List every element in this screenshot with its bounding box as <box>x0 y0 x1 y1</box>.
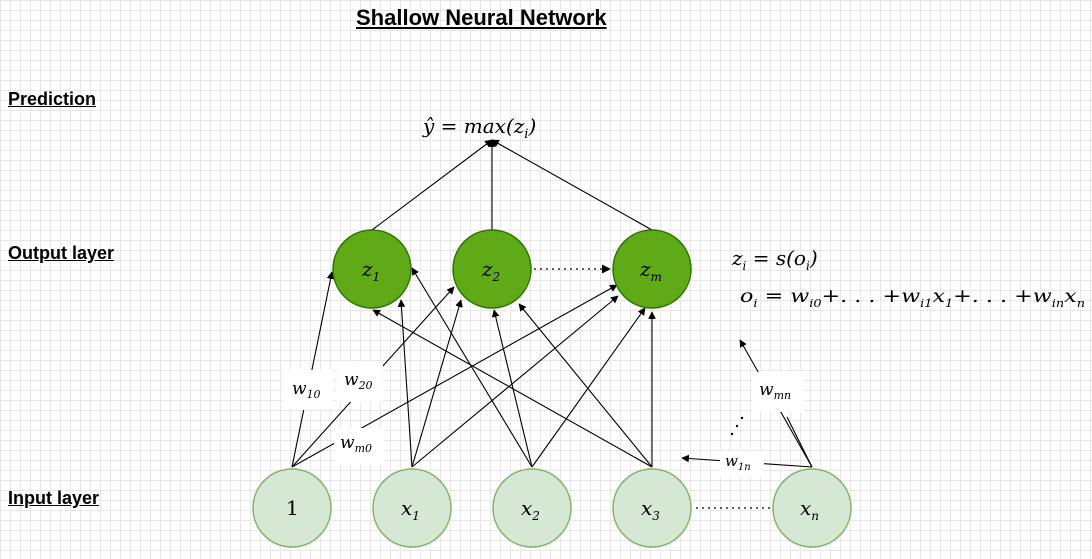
edge-x2-to-z1 <box>411 267 533 468</box>
weight-label-wmn: wmn <box>759 380 791 402</box>
output-node-z1-label: z1 <box>361 257 380 284</box>
input-layer-nodes <box>252 468 852 548</box>
input-layer-label: Input layer <box>8 488 100 508</box>
input-node-x1-label: x1 <box>401 496 420 523</box>
output-node-z2-label: z2 <box>481 257 500 284</box>
input-node-bias-label: 1 <box>286 496 299 520</box>
prediction-formula: ŷ = max(zi) <box>422 114 536 142</box>
edge-x3-to-z1 <box>372 309 653 468</box>
output-node-zm-label: zm <box>639 257 662 284</box>
weight-label-wm0: wm0 <box>340 433 372 455</box>
diagram-title: Shallow Neural Network <box>356 5 607 30</box>
input-node-x1 <box>372 468 452 548</box>
edge-zm-to-prediction <box>491 139 653 231</box>
edge-x1-to-z1 <box>397 299 413 468</box>
prediction-layer-label: Prediction <box>8 89 97 109</box>
edge-1-to-z1 <box>291 271 335 468</box>
edge-z1-to-prediction <box>371 139 493 231</box>
weight-label-w10: w10 <box>292 379 321 401</box>
edge-x1-to-z2 <box>411 299 463 468</box>
input-node-x3 <box>612 468 692 548</box>
input-node-xn-label: xn <box>800 496 819 523</box>
input-node-xn <box>772 468 852 548</box>
weight-label-backgrounds <box>283 362 804 477</box>
formula-z-definition: zi = s(oi) <box>731 246 818 273</box>
edge-wmn-tail <box>786 416 813 468</box>
input-node-x2 <box>492 468 572 548</box>
dotted-connectors <box>534 264 770 509</box>
input-node-bias <box>252 468 332 548</box>
input-node-x2-label: x2 <box>521 496 540 523</box>
output-node-z2 <box>452 229 532 309</box>
vertical-ellipsis <box>730 416 744 436</box>
output-node-zm <box>612 229 692 309</box>
weight-label-w1n: w1n <box>725 452 751 473</box>
weight-label-w20: w20 <box>344 370 373 392</box>
output-layer-label: Output layer <box>8 243 115 263</box>
edge-x2-to-zm <box>531 307 646 468</box>
output-layer-nodes <box>332 229 692 309</box>
output-node-z1 <box>332 229 412 309</box>
edge-x3-to-z2 <box>518 303 653 468</box>
output-to-prediction-edges <box>371 139 653 231</box>
input-node-x3-label: x3 <box>641 496 660 523</box>
edge-x1-to-zm <box>411 295 619 468</box>
